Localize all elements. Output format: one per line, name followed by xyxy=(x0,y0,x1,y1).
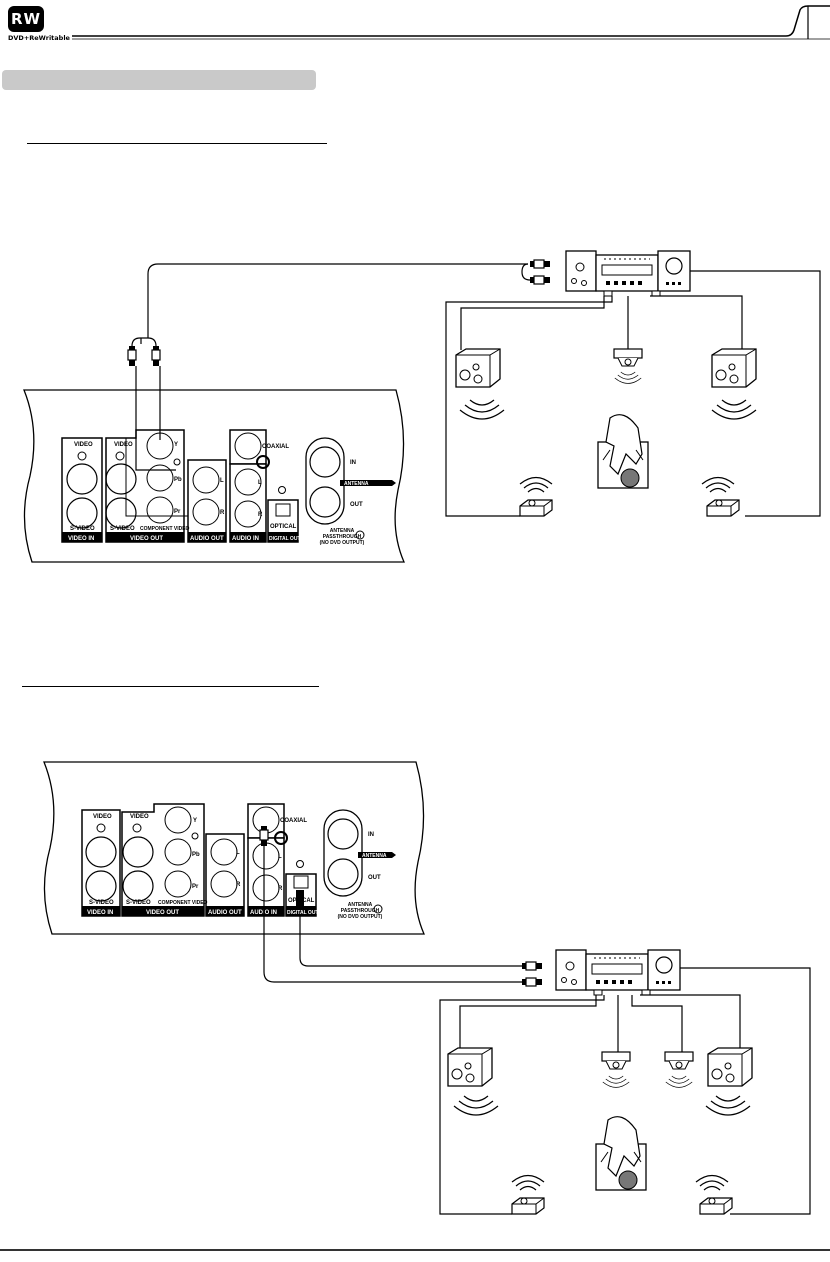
p1-audio-out-label: AUDIO OUT xyxy=(190,536,224,542)
p2-optical: OPTICAL xyxy=(288,898,315,904)
rear-right-sound-waves-2 xyxy=(695,1174,729,1191)
p2-audio-out-l: L xyxy=(236,850,240,856)
p2-audio-in-r: R xyxy=(278,886,283,892)
speaker-wires-2 xyxy=(439,967,811,1215)
p2-digital-out-label: DIGITAL OUT xyxy=(287,910,318,916)
p1-optical: OPTICAL xyxy=(270,524,297,530)
p2-coaxial: COAXIAL xyxy=(280,818,307,824)
p2-antenna-pass-1: ANTENNA xyxy=(348,902,373,908)
rear-left-sound-waves-2 xyxy=(511,1174,545,1191)
p2-audio-out-label: AUDIO OUT xyxy=(208,910,242,916)
dvd-rear-panel-1 xyxy=(23,366,405,563)
rear-right-sound-waves-1 xyxy=(701,476,735,493)
p2-antenna-in: IN xyxy=(368,832,374,838)
p1-video-in-svideo: S-VIDEO xyxy=(70,526,95,532)
p1-pb: Pb xyxy=(174,477,182,483)
front-left-speaker-1 xyxy=(455,348,501,388)
brand-logo: RW DVD+ReWritable xyxy=(8,6,70,46)
p1-antenna-out: OUT xyxy=(350,502,363,508)
p2-video-out-label: VIDEO OUT xyxy=(146,910,179,916)
rca-plugs-receiver-2 xyxy=(521,961,543,987)
center-speaker-1 xyxy=(613,348,643,367)
p1-antenna-in: IN xyxy=(350,460,356,466)
p1-pr: Pr xyxy=(174,509,181,515)
p2-pr: Pr xyxy=(192,884,199,890)
p1-digital-out-label: DIGITAL OUT xyxy=(269,536,300,542)
p1-y: Y xyxy=(174,442,178,448)
rw-logo-subtitle: DVD+ReWritable xyxy=(8,34,70,42)
receiver-1 xyxy=(565,250,691,297)
p1-audio-in-label: AUDIO IN xyxy=(232,536,259,542)
rw-logo-mark: RW xyxy=(8,6,44,32)
rear-right-speaker-2 xyxy=(699,1197,733,1215)
p1-audio-in-l: L xyxy=(258,480,262,486)
p2-video-out-svideo: S-VIDEO xyxy=(126,900,151,906)
rear-left-speaker-1 xyxy=(519,499,553,517)
subheading-rule-digital xyxy=(22,686,319,687)
dvd-rear-panel-2 xyxy=(43,761,425,935)
front-right-sound-waves-1 xyxy=(711,399,757,420)
center-speaker-2b xyxy=(664,1051,694,1070)
section-heading-bar xyxy=(2,70,316,90)
p1-video-out-svideo: S-VIDEO xyxy=(110,526,135,532)
p2-antenna-out: OUT xyxy=(368,875,381,881)
receiver-2 xyxy=(555,949,681,996)
p1-component-video: COMPONENT VIDEO xyxy=(140,526,190,532)
p1-video-in-label: VIDEO IN xyxy=(68,536,94,542)
p2-video-in-label: VIDEO IN xyxy=(87,910,113,916)
center-sound-waves-1 xyxy=(614,371,642,384)
rear-left-sound-waves-1 xyxy=(519,476,553,493)
rca-plugs-dvd-1 xyxy=(127,345,161,367)
p1-video-in-video: VIDEO xyxy=(74,442,93,448)
panel-1-labels: VIDEO S-VIDEO VIDEO S-VIDEO COMPONENT VI… xyxy=(68,442,369,546)
p1-audio-out-l: L xyxy=(220,478,224,484)
p2-video-in-svideo: S-VIDEO xyxy=(89,900,114,906)
analog-audio-cable-1 xyxy=(131,263,536,347)
rear-left-speaker-2 xyxy=(511,1197,545,1215)
front-right-sound-waves-2 xyxy=(705,1095,751,1116)
p1-no-dvd-output: (NO DVD OUTPUT) xyxy=(320,540,365,546)
rear-right-speaker-1 xyxy=(706,499,740,517)
center-sound-waves-2a xyxy=(602,1075,630,1088)
center-sound-waves-2b xyxy=(665,1075,693,1088)
p1-antenna-pass-1: ANTENNA xyxy=(330,528,355,534)
p2-passthrough: PASSTHROUGH xyxy=(341,908,380,914)
panel-2-labels: VIDEO S-VIDEO VIDEO S-VIDEO COMPONENT VI… xyxy=(87,814,387,920)
p2-y: Y xyxy=(193,818,197,824)
p2-no-dvd-output: (NO DVD OUTPUT) xyxy=(338,914,383,920)
front-left-sound-waves-2 xyxy=(453,1095,499,1116)
rca-plugs-receiver-1 xyxy=(529,259,551,285)
p2-antenna-label: ANTENNA xyxy=(362,853,387,859)
p1-antenna-label: ANTENNA xyxy=(344,481,369,487)
p1-coaxial: COAXIAL xyxy=(262,444,289,450)
subheading-rule-analog xyxy=(27,143,327,144)
p1-video-out-label: VIDEO OUT xyxy=(130,536,163,542)
p2-pb: Pb xyxy=(192,852,200,858)
p1-audio-out-r: R xyxy=(220,510,225,516)
front-right-speaker-1 xyxy=(711,348,757,388)
footer-rule xyxy=(0,1249,830,1251)
listener-2 xyxy=(595,1116,647,1191)
front-left-sound-waves-1 xyxy=(459,399,505,420)
front-left-speaker-2 xyxy=(447,1047,493,1087)
speaker-wires-1 xyxy=(445,270,821,517)
header-line-art xyxy=(72,5,830,40)
p2-component-video: COMPONENT VIDEO xyxy=(158,900,208,906)
p2-video-in-video: VIDEO xyxy=(93,814,112,820)
listener-1 xyxy=(597,414,649,489)
p2-audio-out-r: R xyxy=(236,882,241,888)
front-right-speaker-2 xyxy=(707,1047,753,1087)
p1-audio-in-r: R xyxy=(258,512,263,518)
digital-audio-cables-2 xyxy=(263,846,522,983)
p1-passthrough: PASSTHROUGH xyxy=(323,534,362,540)
center-speaker-2a xyxy=(601,1051,631,1070)
p2-audio-in-l: L xyxy=(278,854,282,860)
p1-video-out-video: VIDEO xyxy=(114,442,133,448)
p2-video-out-video: VIDEO xyxy=(130,814,149,820)
